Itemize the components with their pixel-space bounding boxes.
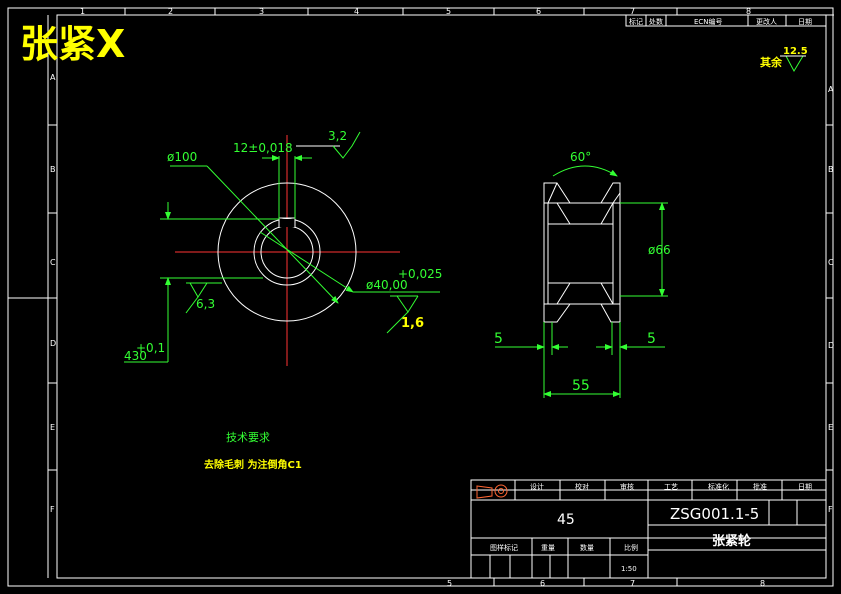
rev-col-count: 处数 [649, 17, 663, 26]
dim-dia-outer: ø100 [167, 150, 197, 164]
dim-hub: 430 [124, 349, 147, 363]
grid-col-2: 2 [168, 7, 173, 16]
grid-col-bottom-5: 5 [447, 579, 452, 588]
grid-row-a-left: A [50, 73, 56, 82]
tb-scale: 1:50 [621, 565, 637, 573]
tb-label-mark: 图样标记 [490, 543, 518, 552]
title-block-text: 设计 校对 审核 工艺 标准化 批准 日期 45 ZSG001.1-5 张紧轮 … [490, 482, 812, 573]
tb-label-qty: 数量 [580, 543, 594, 552]
dim-hub-tol: +0,1 [136, 341, 165, 355]
grid-row-b-right: B [828, 165, 834, 174]
tb-approve: 批准 [753, 482, 767, 491]
tb-label-weight: 重量 [541, 544, 555, 552]
tech-req-line1: 去除毛刺 为注倒角C1 [204, 458, 302, 471]
grid-col-6: 6 [536, 7, 541, 16]
roughness-other-label: 其余 [760, 55, 783, 69]
rev-col-mark: 标记 [629, 17, 643, 26]
grid-row-e-left: E [50, 423, 55, 432]
grid-col-1: 1 [80, 7, 85, 16]
dim-width: 55 [572, 378, 590, 394]
grid-col-5: 5 [446, 7, 451, 16]
tech-requirements: 技术要求 去除毛刺 为注倒角C1 [204, 431, 302, 471]
grid-row-e-right: E [828, 423, 833, 432]
drawing-title: 张紧X [20, 22, 125, 66]
tb-drawing-no: ZSG001.1-5 [670, 505, 759, 523]
tb-review: 审核 [620, 482, 634, 491]
grid-col-bottom-6: 6 [540, 579, 545, 588]
grid-col-8: 8 [746, 7, 751, 16]
grid-row-a-right: A [828, 85, 834, 94]
grid-row-d-left: D [50, 339, 56, 348]
grid-row-c-right: C [828, 258, 834, 267]
grid-row-c-left: C [50, 258, 56, 267]
tb-design: 设计 [530, 482, 544, 491]
tb-process: 工艺 [664, 483, 678, 491]
tb-standard: 标准化 [708, 482, 729, 491]
rev-col-ecn: ECN编号 [694, 17, 723, 26]
tb-material: 45 [557, 512, 575, 528]
grid-row-d-right: D [828, 341, 834, 350]
sheet-border [7, 7, 834, 587]
section-view [543, 182, 621, 323]
dim-rough-2: 1,6 [401, 316, 424, 331]
rev-col-changer: 更改人 [756, 17, 777, 26]
dim-right-width: 5 [647, 331, 656, 347]
dim-rough-1: 3,2 [328, 129, 347, 143]
tb-date: 日期 [798, 483, 812, 491]
dim-angle: 60° [570, 150, 591, 164]
dim-bore-tol: +0,025 [398, 267, 442, 281]
dim-dia-inner: ø66 [648, 243, 671, 257]
grid-col-4: 4 [354, 7, 359, 16]
section-dims: 60° ø66 5 5 55 [494, 150, 671, 398]
tb-label-scale: 比例 [624, 543, 638, 552]
tb-part-name: 张紧轮 [712, 533, 751, 549]
tech-req-heading: 技术要求 [226, 431, 270, 444]
dim-left-width: 5 [494, 331, 503, 347]
grid-col-bottom-8: 8 [760, 579, 765, 588]
grid-col-bottom-7: 7 [630, 579, 635, 588]
dim-bore: ø40,00 [366, 278, 408, 292]
revision-block: 标记 处数 ECN编号 更改人 日期 [625, 14, 827, 27]
grid-row-b-left: B [50, 165, 56, 174]
grid-ticks [8, 8, 833, 586]
rev-col-date: 日期 [798, 18, 812, 26]
grid-col-3: 3 [259, 7, 264, 16]
projection-symbol-icon [476, 484, 508, 499]
dim-rough-3: 6,3 [196, 297, 215, 311]
roughness-other: 其余 12.5 [760, 46, 808, 73]
grid-row-f-left: F [50, 505, 55, 514]
tb-check: 校对 [575, 482, 589, 491]
roughness-other-value: 12.5 [783, 46, 808, 57]
dim-keyway: 12±0,018 [233, 141, 293, 155]
grid-row-f-right: F [828, 505, 833, 514]
grid-col-7: 7 [630, 7, 635, 16]
grid-labels: 1 2 3 4 5 6 7 8 5 6 7 8 A B C D E F A B … [50, 7, 834, 588]
title-block [470, 479, 827, 579]
front-view: ø100 12±0,018 3,2 ø40,00 +0,025 1,6 +0,1… [124, 129, 442, 366]
